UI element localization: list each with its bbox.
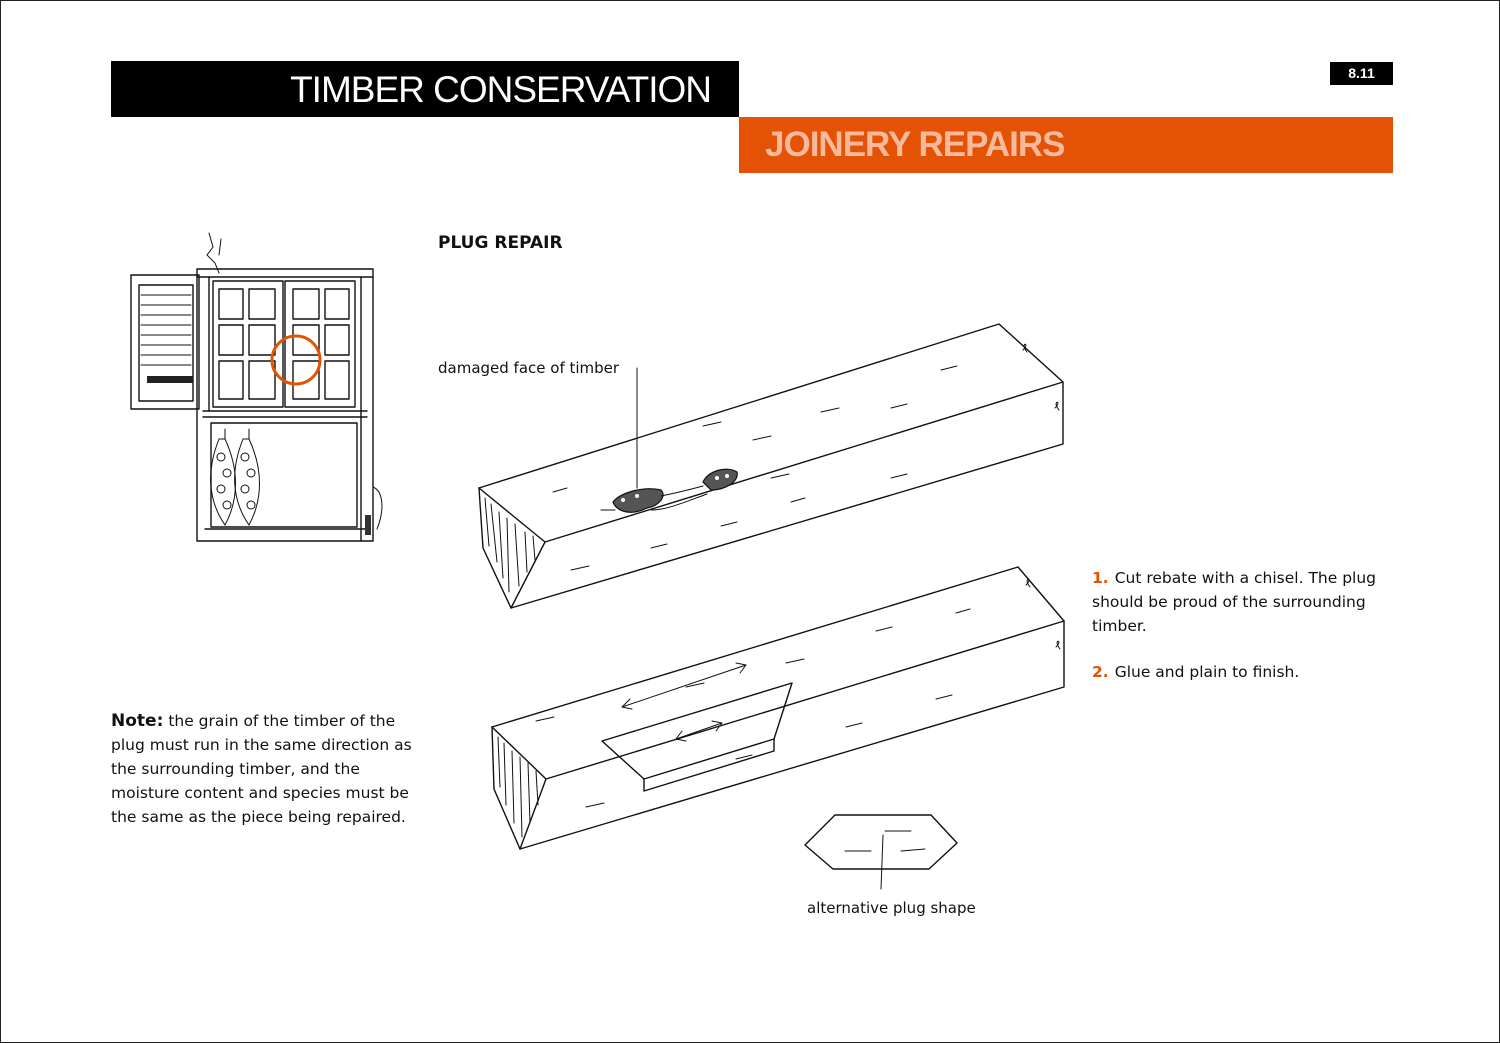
note-text: the grain of the timber of the plug must… xyxy=(111,712,412,826)
damaged-timber-illustration xyxy=(478,323,1064,609)
steps-list: 1.Cut rebate with a chisel. The plug sho… xyxy=(1092,566,1402,706)
note-paragraph: Note: the grain of the timber of the plu… xyxy=(111,709,416,829)
alternative-plug-shape xyxy=(804,814,958,890)
section-heading: PLUG REPAIR xyxy=(438,233,563,253)
step-text: Cut rebate with a chisel. The plug shoul… xyxy=(1092,569,1377,635)
alternative-plug-label: alternative plug shape xyxy=(807,899,976,917)
subtitle-bar: JOINERY REPAIRS xyxy=(739,117,1393,173)
note-label: Note: xyxy=(111,711,164,731)
damaged-face-label: damaged face of timber xyxy=(438,359,620,377)
page-number: 8.11 xyxy=(1330,62,1393,85)
step-number: 2. xyxy=(1092,663,1109,681)
title-bar: TIMBER CONSERVATION xyxy=(111,61,739,117)
page-subtitle: JOINERY REPAIRS xyxy=(765,125,1065,164)
page-title: TIMBER CONSERVATION xyxy=(290,69,712,110)
step-number: 1. xyxy=(1092,569,1109,587)
step-text: Glue and plain to finish. xyxy=(1114,663,1300,681)
rebated-timber-illustration xyxy=(491,566,1065,850)
step-item: 1.Cut rebate with a chisel. The plug sho… xyxy=(1092,566,1402,638)
window-elevation-sketch xyxy=(130,232,383,542)
step-item: 2. Glue and plain to finish. xyxy=(1092,660,1402,684)
